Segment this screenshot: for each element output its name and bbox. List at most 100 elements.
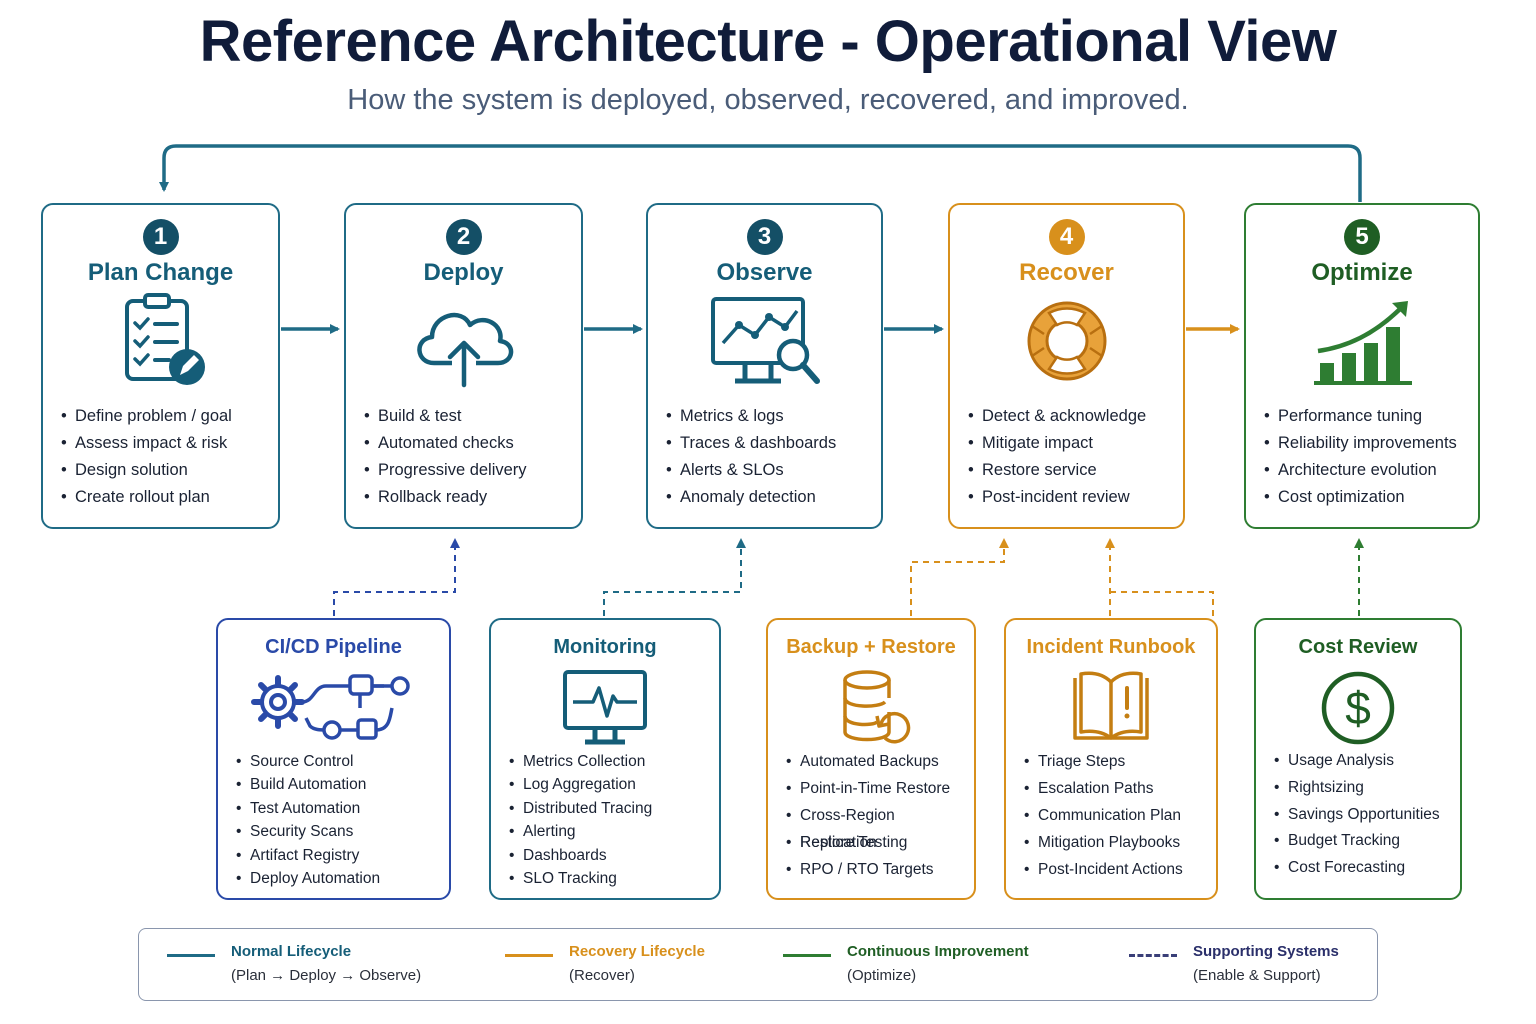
- list-item: Budget Tracking: [1274, 828, 1440, 855]
- dashed-backup-to-recover: [910, 538, 1009, 616]
- list-item: Post-Incident Actions: [1024, 856, 1183, 883]
- feedback-loop-arrow: [159, 144, 1362, 202]
- list-item: Distributed Tracing: [509, 797, 652, 821]
- legend-subtitle: (Optimize): [847, 967, 917, 984]
- list-item: Usage Analysis: [1274, 748, 1440, 775]
- list-item: Performance tuning: [1264, 403, 1457, 430]
- growth-bar-chart-icon: [1314, 301, 1412, 385]
- support-monitoring: Monitoring Metrics Collection Log Aggreg…: [489, 618, 721, 900]
- stage-title: Optimize: [1311, 259, 1413, 286]
- list-item: Progressive delivery: [364, 457, 527, 484]
- list-item: Create rollout plan: [61, 484, 232, 511]
- cloud-upload-icon: [416, 312, 513, 388]
- list-item: Cross-Region Replication: [786, 802, 974, 851]
- list-item: Deploy Automation: [236, 867, 380, 891]
- list-item: Detect & acknowledge: [968, 403, 1146, 430]
- list-item: Restore service: [968, 457, 1146, 484]
- legend-swatch: [167, 954, 215, 957]
- gear-pipeline-icon: [250, 674, 410, 740]
- database-restore-icon: [843, 670, 911, 744]
- legend-swatch: [505, 954, 553, 957]
- list-item: Escalation Paths: [1024, 775, 1183, 802]
- list-item: Mitigate impact: [968, 430, 1146, 457]
- list-item: Define problem / goal: [61, 403, 232, 430]
- list-item: Savings Opportunities: [1274, 802, 1440, 829]
- dashed-monitoring-to-observe: [603, 538, 746, 616]
- list-item: Automated checks: [364, 430, 527, 457]
- stage-items: Define problem / goal Assess impact & ri…: [43, 403, 232, 511]
- list-item: Design solution: [61, 457, 232, 484]
- stage-number-badge: 1: [142, 219, 179, 255]
- clipboard-checklist-icon: [124, 293, 205, 385]
- stage-items: Metrics & logs Traces & dashboards Alert…: [648, 403, 836, 511]
- svg-text:$: $: [1345, 682, 1371, 734]
- diagram-title: Reference Architecture - Operational Vie…: [199, 9, 1337, 74]
- support-cost-review: Cost Review $ Usage Analysis Rightsizing…: [1254, 618, 1462, 900]
- list-item: Reliability improvements: [1264, 430, 1457, 457]
- support-items: Usage Analysis Rightsizing Savings Oppor…: [1256, 748, 1440, 882]
- support-title: Cost Review: [1298, 636, 1418, 658]
- support-title: CI/CD Pipeline: [265, 636, 402, 658]
- list-item: Log Aggregation: [509, 773, 652, 797]
- legend-title: Recovery Lifecycle: [569, 943, 705, 960]
- legend-swatch: [783, 954, 831, 957]
- list-item: Build Automation: [236, 773, 380, 797]
- list-item: Metrics Collection: [509, 750, 652, 774]
- list-item: RPO / RTO Targets: [786, 856, 974, 883]
- list-item: Source Control: [236, 750, 380, 774]
- dollar-coin-icon: $: [1321, 671, 1395, 745]
- list-item: Point-in-Time Restore: [786, 775, 974, 802]
- open-book-alert-icon: [1073, 671, 1149, 740]
- stage-number-badge: 5: [1344, 219, 1380, 255]
- list-item: Alerting: [509, 820, 652, 844]
- stage-title: Deploy: [423, 259, 504, 286]
- list-item: SLO Tracking: [509, 867, 652, 891]
- stage-title: Plan Change: [87, 259, 234, 286]
- list-item: Alerts & SLOs: [666, 457, 836, 484]
- support-title: Backup + Restore: [786, 636, 956, 658]
- stage-number-badge: 2: [445, 219, 482, 255]
- support-title: Monitoring: [553, 636, 657, 658]
- list-item: Triage Steps: [1024, 748, 1183, 775]
- support-backup-restore: Backup + Restore Automated Backups Point…: [766, 618, 976, 900]
- stage-plan-change: 1 Plan Change Define problem / goal Asse…: [41, 203, 280, 529]
- list-item: Rollback ready: [364, 484, 527, 511]
- legend-title: Supporting Systems: [1193, 943, 1339, 960]
- support-incident-runbook: Incident Runbook Triage Steps Escalation…: [1004, 618, 1218, 900]
- monitor-chart-magnifier-icon: [710, 297, 820, 384]
- list-item: Post-incident review: [968, 484, 1146, 511]
- list-item: Test Automation: [236, 797, 380, 821]
- stage-optimize: 5 Optimize Performance tuning Reliabilit…: [1244, 203, 1480, 529]
- list-item: Assess impact & risk: [61, 430, 232, 457]
- stage-title: Recover: [1019, 259, 1114, 286]
- legend-subtitle: (Recover): [569, 967, 635, 984]
- stage-title: Observe: [716, 259, 813, 286]
- stage-recover: 4 Recover Detect & acknowledge Mitigate …: [948, 203, 1185, 529]
- list-item: Cost Forecasting: [1274, 855, 1440, 882]
- list-item: Communication Plan: [1024, 802, 1183, 829]
- lifebuoy-icon: [1027, 301, 1106, 381]
- dashed-runbook-branch: [1110, 591, 1214, 620]
- support-items: Automated Backups Point-in-Time Restore …: [768, 748, 974, 883]
- stage-observe: 3 Observe Metrics & logs Traces & dashbo…: [646, 203, 883, 529]
- legend: Normal Lifecycle (Plan → Deploy → Observ…: [138, 928, 1378, 1001]
- support-items: Triage Steps Escalation Paths Communicat…: [1006, 748, 1183, 883]
- support-cicd-pipeline: CI/CD Pipeline Source Control Build Auto…: [216, 618, 451, 900]
- support-title: Incident Runbook: [1026, 636, 1196, 658]
- stage-number-badge: 4: [1048, 219, 1085, 255]
- stage-deploy: 2 Deploy Build & test Automated checks P…: [344, 203, 583, 529]
- list-item: Restore Testing: [786, 829, 974, 856]
- list-item: Rightsizing: [1274, 775, 1440, 802]
- legend-subtitle: (Plan → Deploy → Observe): [231, 967, 422, 984]
- support-items: Source Control Build Automation Test Aut…: [218, 750, 380, 891]
- list-item: Security Scans: [236, 820, 380, 844]
- legend-subtitle: (Enable & Support): [1193, 967, 1321, 984]
- legend-title: Continuous Improvement: [847, 943, 1029, 960]
- list-item: Build & test: [364, 403, 527, 430]
- list-item: Architecture evolution: [1264, 457, 1457, 484]
- list-item: Traces & dashboards: [666, 430, 836, 457]
- dashed-cicd-to-deploy: [333, 538, 460, 616]
- heartbeat-monitor-icon: [563, 670, 647, 745]
- legend-swatch: [1129, 954, 1177, 957]
- list-item: Metrics & logs: [666, 403, 836, 430]
